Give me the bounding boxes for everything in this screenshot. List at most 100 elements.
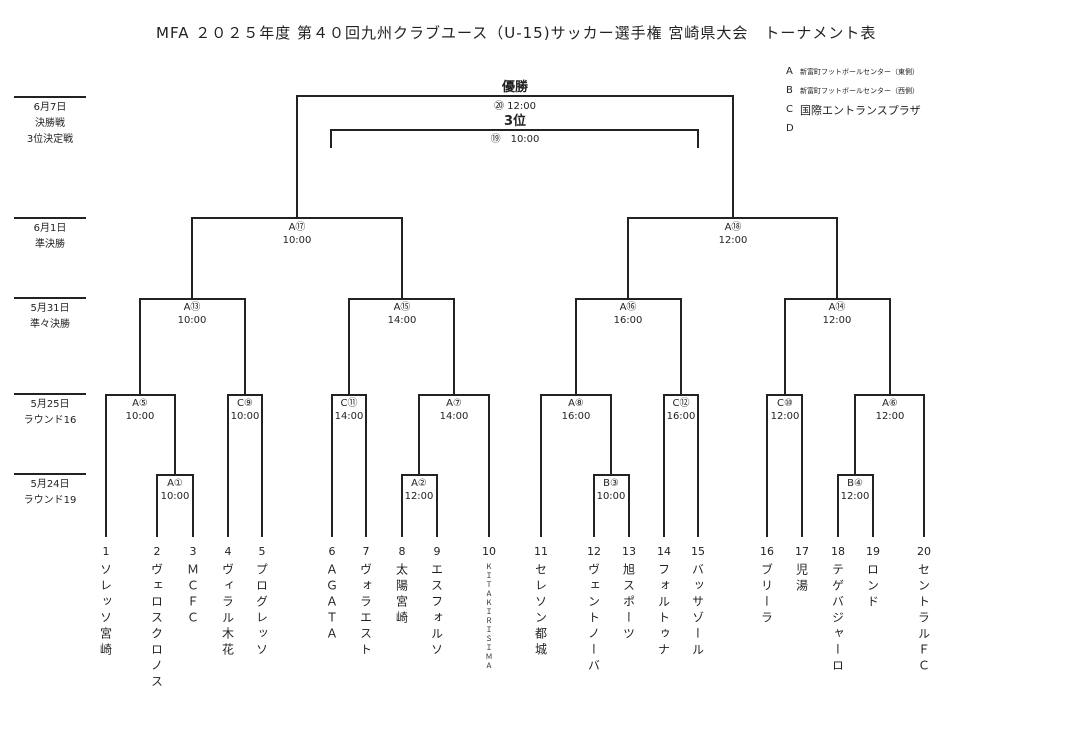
match-venue: B④ bbox=[847, 478, 863, 489]
third-place-match: ⑲ 10:00 bbox=[490, 134, 540, 145]
team-number: 7 bbox=[362, 545, 370, 558]
team-name: エスフォルソ bbox=[429, 563, 444, 659]
match-label-m8: A⑧ 16:00 bbox=[561, 397, 591, 423]
match-venue: C⑩ bbox=[777, 398, 793, 409]
page-title: MFA ２０２５年度 第４０回九州クラブユース（U-15)サッカー選手権 宮崎県… bbox=[156, 24, 877, 42]
round-label-quarterfinal: 5月31日 準々決勝 bbox=[14, 297, 86, 333]
match-venue: C⑨ bbox=[237, 398, 253, 409]
team-number: 2 bbox=[153, 545, 161, 558]
round-label-semifinal: 6月1日 準決勝 bbox=[14, 217, 86, 253]
legend-key: B bbox=[786, 85, 793, 96]
team-entry: 10 ＫＩＴＡＫＩＲＩＳＩＭＡ bbox=[482, 545, 496, 671]
team-entry: 20 セントラルＦＣ bbox=[916, 545, 933, 675]
legend-key: D bbox=[786, 123, 794, 134]
team-entry: 8 太陽宮崎 bbox=[394, 545, 411, 627]
legend-item-c: C 国際エントランスプラザ bbox=[786, 100, 921, 119]
match-label-m15: A⑮ 14:00 bbox=[387, 301, 417, 327]
round-name: ラウンド19 bbox=[23, 495, 77, 506]
team-entry: 1 ソレッソ宮崎 bbox=[98, 545, 115, 659]
team-number: 15 bbox=[691, 545, 705, 558]
team-number: 16 bbox=[760, 545, 774, 558]
match-venue: A⑥ bbox=[882, 398, 898, 409]
team-entry: 9 エスフォルソ bbox=[429, 545, 446, 659]
legend-venue: 国際エントランスプラザ bbox=[800, 103, 921, 117]
final-title: 優勝 bbox=[501, 80, 529, 95]
match-label-m11: C⑪ 14:00 bbox=[334, 397, 364, 423]
round-name: 準決勝 bbox=[35, 239, 65, 250]
match-label-m1: A① 10:00 bbox=[160, 477, 190, 503]
match-venue: C⑫ bbox=[672, 398, 690, 409]
team-name: ＫＩＴＡＫＩＲＩＳＩＭＡ bbox=[485, 563, 493, 671]
team-name: ヴィラル木花 bbox=[220, 563, 235, 659]
match-label-m14: A⑭ 12:00 bbox=[822, 301, 852, 327]
team-number: 17 bbox=[795, 545, 809, 558]
team-entry: 6 ＡＧＡＴＡ bbox=[324, 545, 341, 643]
match-label-m18: A⑱ 12:00 bbox=[718, 221, 748, 247]
match-time: 12:00 bbox=[875, 411, 905, 422]
match-venue: A⑮ bbox=[393, 302, 411, 313]
legend-venue: 新富町フットボールセンター（西側） bbox=[800, 86, 919, 95]
team-entry: 4 ヴィラル木花 bbox=[220, 545, 237, 659]
team-number: 12 bbox=[587, 545, 601, 558]
legend-item-d: D bbox=[786, 119, 921, 138]
match-time: 12:00 bbox=[770, 411, 800, 422]
team-name: ＭＣＦＣ bbox=[185, 563, 200, 627]
team-number: 20 bbox=[917, 545, 931, 558]
match-time: 14:00 bbox=[439, 411, 469, 422]
match-venue: C⑪ bbox=[340, 398, 358, 409]
team-name: ヴォラエスト bbox=[358, 563, 373, 659]
round-name: 3位決定戦 bbox=[26, 134, 74, 145]
round-date: 5月25日 bbox=[30, 399, 70, 410]
team-name: テゲバジャーロ bbox=[830, 563, 845, 675]
team-number: 11 bbox=[534, 545, 548, 558]
team-number: 6 bbox=[328, 545, 336, 558]
team-number: 13 bbox=[622, 545, 636, 558]
match-label-m13: A⑬ 10:00 bbox=[177, 301, 207, 327]
team-entry: 15 バッサゾール bbox=[690, 545, 707, 659]
match-label-m16: A⑯ 16:00 bbox=[613, 301, 643, 327]
match-venue: B③ bbox=[603, 478, 619, 489]
team-name: 児湯 bbox=[794, 563, 809, 595]
match-label-m17: A⑰ 10:00 bbox=[282, 221, 312, 247]
team-entry: 2 ヴェロスクロノス bbox=[149, 545, 166, 691]
team-number: 4 bbox=[224, 545, 232, 558]
match-label-m9: C⑨ 10:00 bbox=[230, 397, 260, 423]
round-date: 6月7日 bbox=[33, 102, 67, 113]
third-place-title: 3位 bbox=[503, 114, 527, 129]
team-number: 10 bbox=[482, 545, 496, 558]
round-date: 5月24日 bbox=[30, 479, 70, 490]
match-venue: A⑭ bbox=[828, 302, 846, 313]
team-number: 14 bbox=[657, 545, 671, 558]
match-label-m2: A② 12:00 bbox=[404, 477, 434, 503]
team-name: ＡＧＡＴＡ bbox=[324, 563, 339, 643]
team-name: フォルトゥナ bbox=[656, 563, 671, 659]
team-name: 太陽宮崎 bbox=[394, 563, 409, 627]
match-time: 12:00 bbox=[404, 491, 434, 502]
match-venue: A① bbox=[167, 478, 183, 489]
team-number: 19 bbox=[866, 545, 880, 558]
legend-key: C bbox=[786, 104, 793, 115]
team-name: セントラルＦＣ bbox=[916, 563, 931, 675]
team-name: ヴェントノーバ bbox=[586, 563, 601, 675]
match-venue: A⑰ bbox=[288, 222, 306, 233]
match-time: 16:00 bbox=[561, 411, 591, 422]
team-name: セレソン都城 bbox=[533, 563, 548, 659]
match-time: 10:00 bbox=[125, 411, 155, 422]
round-name: 決勝戦 bbox=[35, 118, 65, 129]
team-number: 8 bbox=[398, 545, 406, 558]
final-match: ⑳ 12:00 bbox=[494, 101, 536, 112]
team-entry: 14 フォルトゥナ bbox=[656, 545, 673, 659]
team-number: 5 bbox=[258, 545, 266, 558]
match-venue: A⑦ bbox=[446, 398, 462, 409]
match-time: 10:00 bbox=[160, 491, 190, 502]
team-number: 3 bbox=[189, 545, 197, 558]
round-label-round19: 5月24日 ラウンド19 bbox=[14, 473, 86, 509]
team-entry: 3 ＭＣＦＣ bbox=[185, 545, 202, 627]
match-venue: A⑯ bbox=[619, 302, 637, 313]
match-venue: A⑬ bbox=[183, 302, 201, 313]
team-name: バッサゾール bbox=[690, 563, 705, 659]
round-name: 準々決勝 bbox=[30, 319, 70, 330]
legend-item-a: A 新富町フットボールセンター（東側） bbox=[786, 62, 921, 81]
match-venue: A⑧ bbox=[568, 398, 584, 409]
